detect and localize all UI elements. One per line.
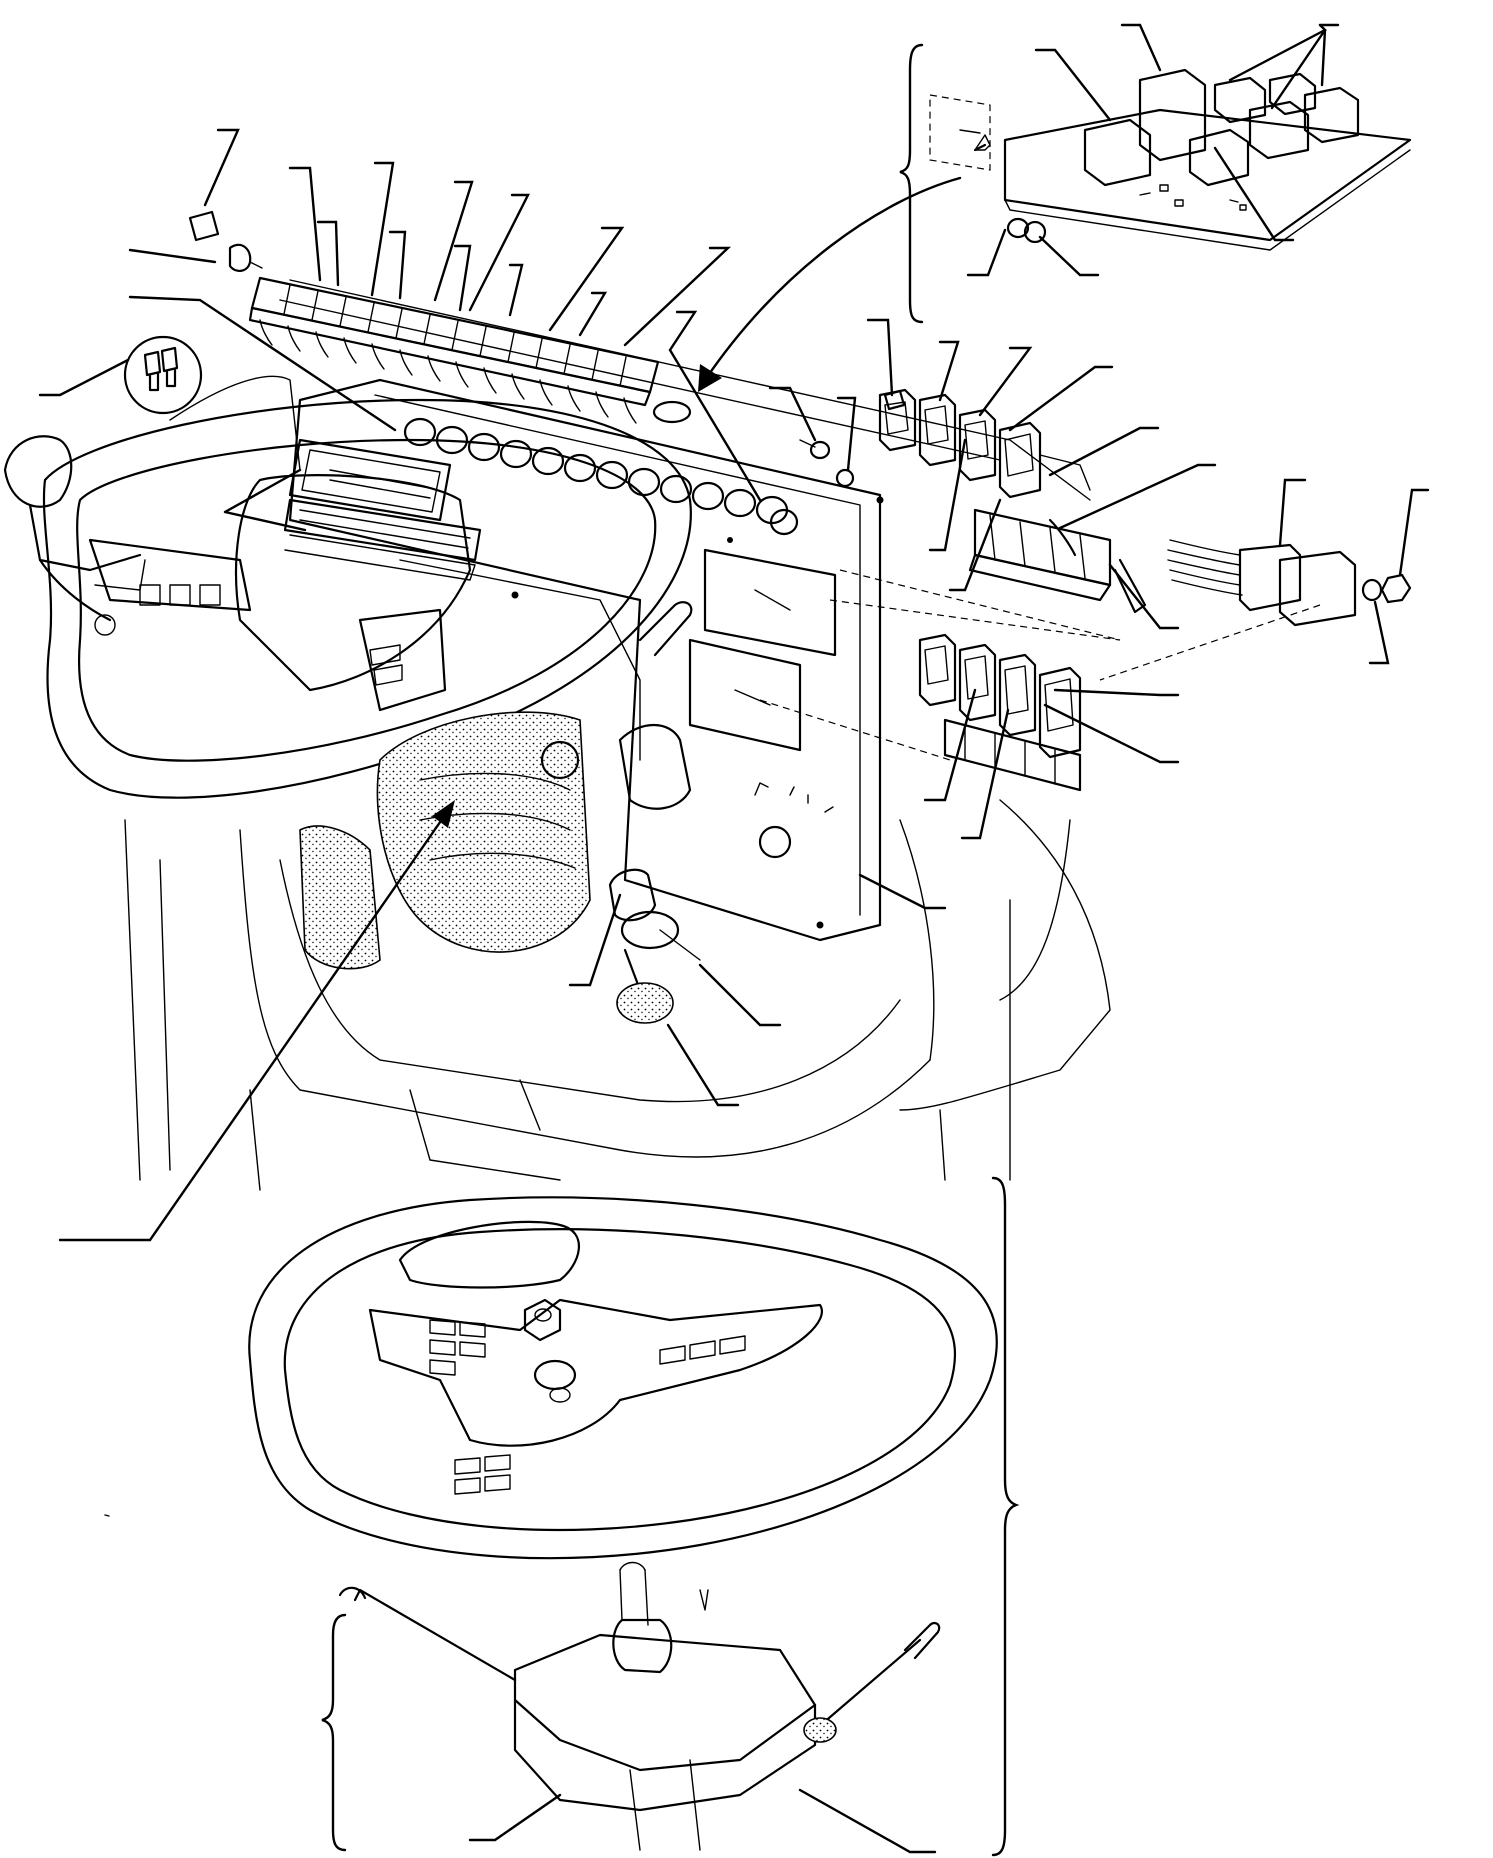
alignment-lines <box>759 569 1121 761</box>
panel-screws <box>799 389 906 488</box>
rocker-switch-bank-upper <box>878 388 1147 614</box>
gauge-holes <box>403 417 799 536</box>
cab-console <box>124 279 1111 1191</box>
relay-nut-washer <box>1006 217 1047 244</box>
connector-plug <box>1099 539 1412 681</box>
fuse-insert <box>123 335 203 415</box>
bulb-and-lens <box>188 210 263 272</box>
ignition-switch <box>608 868 701 1024</box>
relay-blocks <box>1083 68 1360 187</box>
bracket-steering-wheel <box>991 1176 1020 1857</box>
gear-lever <box>3 435 146 636</box>
warning-light-strip <box>248 276 692 424</box>
steering-column-boot <box>299 711 692 970</box>
steering-wheel-upper <box>42 398 692 799</box>
bracket-relay-box <box>899 43 924 324</box>
stray-mark <box>104 1514 110 1517</box>
radio-module <box>283 438 482 581</box>
steering-wheel-lower <box>248 1196 998 1560</box>
relay-box-arrow <box>698 176 962 392</box>
warning-light-cells <box>283 284 627 387</box>
bracket-column-switch <box>321 1613 347 1852</box>
steering-column-switch <box>338 1561 941 1851</box>
rocker-switch-bank-lower <box>918 633 1082 792</box>
column-boot-arrow <box>58 800 455 1242</box>
leader-lines <box>38 23 1430 1854</box>
column-lever-upper <box>540 601 693 780</box>
relay-box <box>929 68 1412 251</box>
instrument-panel <box>288 378 884 942</box>
